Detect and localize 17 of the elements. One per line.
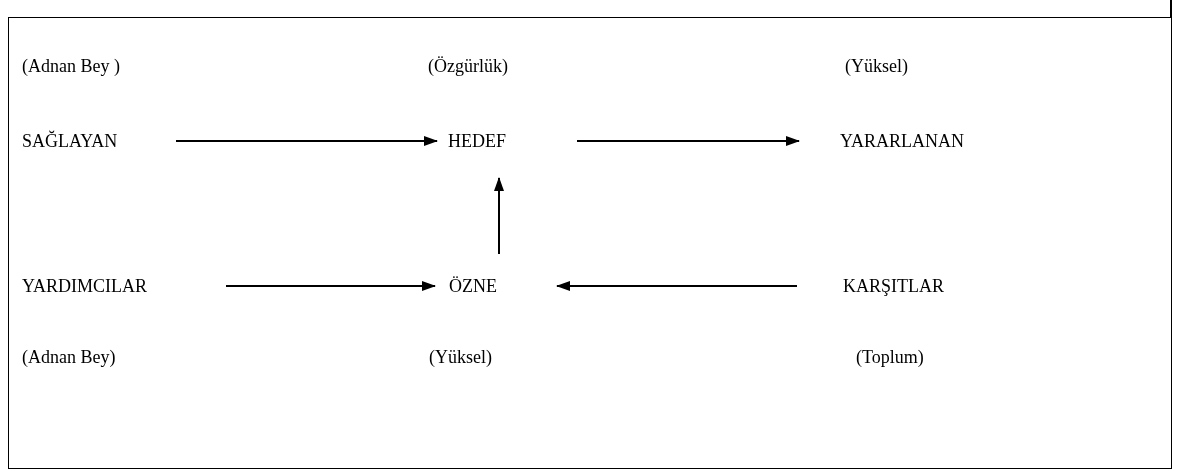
role-label: SAĞLAYAN xyxy=(16,125,176,157)
arrow xyxy=(556,281,798,291)
role-label: HEDEF xyxy=(437,104,577,178)
character-name: (Adnan Bey ) xyxy=(22,55,120,78)
role-label: YARDIMCILAR xyxy=(16,270,226,302)
character-name: (Toplum) xyxy=(856,346,924,369)
character-name: (Yüksel) xyxy=(845,55,908,78)
character-name: (Özgürlük) xyxy=(428,55,508,78)
arrow xyxy=(494,177,504,255)
role-label: YARARLANAN xyxy=(799,125,1039,157)
character-name: (Adnan Bey) xyxy=(22,346,116,369)
arrow xyxy=(175,136,438,146)
arrow xyxy=(576,136,800,146)
arrow xyxy=(225,281,436,291)
character-name: (Yüksel) xyxy=(429,346,492,369)
role-label: KARŞITLAR xyxy=(797,270,1000,302)
role-label: ÖZNE xyxy=(435,254,557,318)
